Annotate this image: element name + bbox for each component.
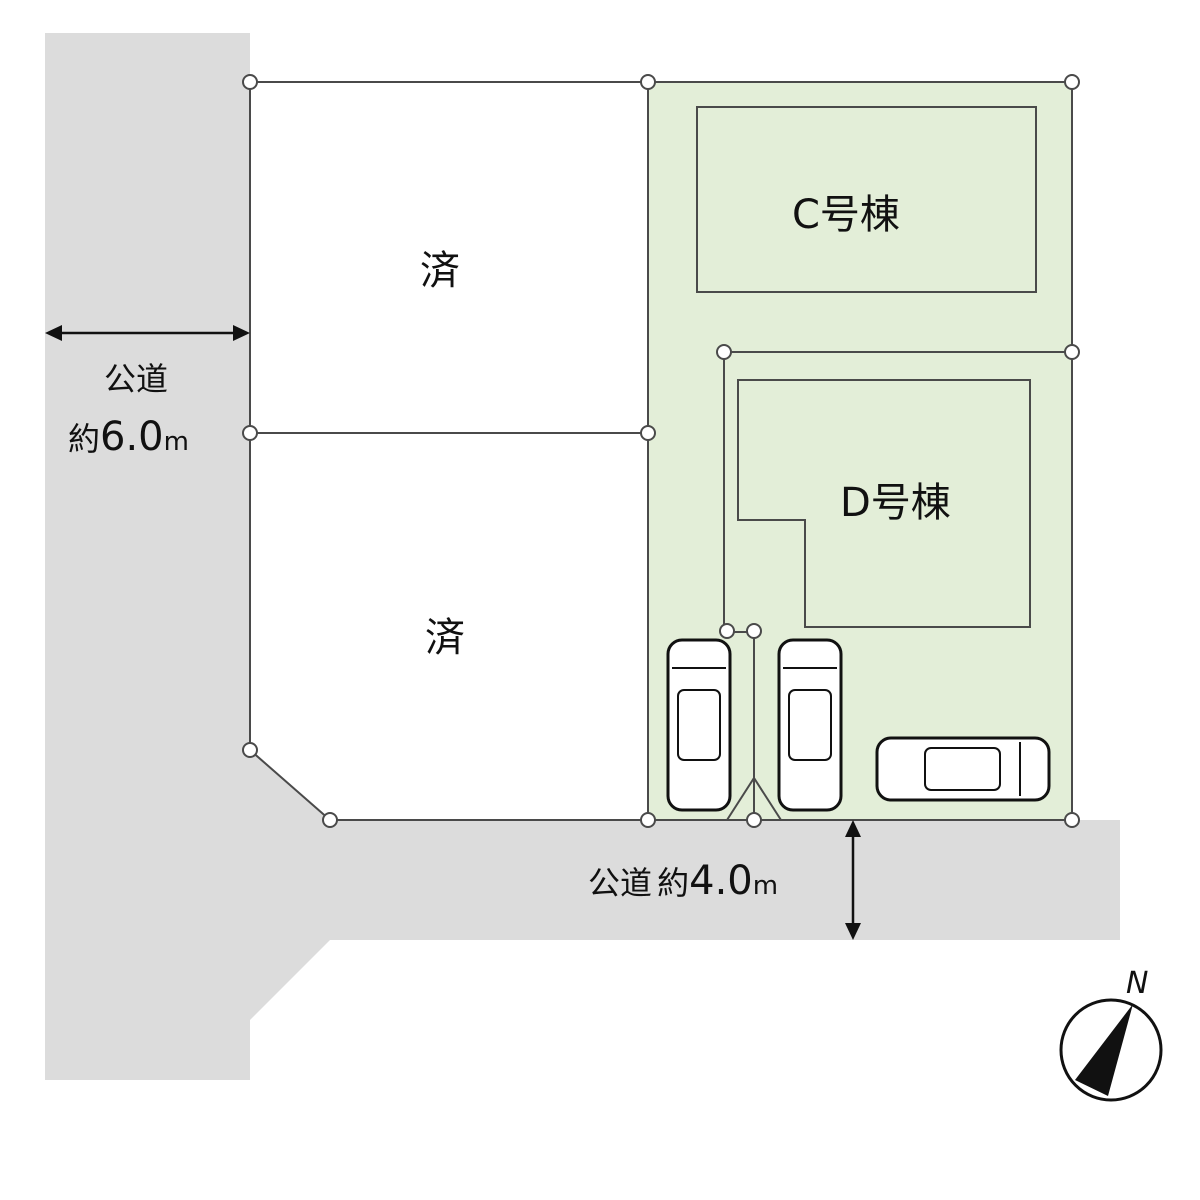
car-icon — [666, 638, 732, 812]
public-road-area — [45, 33, 1120, 1080]
lot-lines — [249, 81, 1073, 821]
building-c-label: C号棟 — [792, 192, 900, 238]
approx-label: 約 — [657, 864, 690, 902]
unit-label: m — [752, 871, 779, 901]
unit-label: m — [163, 427, 189, 457]
west-road-width: 約6.0m — [68, 414, 189, 460]
car-icon — [777, 638, 843, 812]
building-d-label: D号棟 — [840, 480, 951, 526]
building-d-outline — [737, 379, 1031, 628]
width-dimension-arrow-west — [45, 325, 250, 341]
south-road-label: 公道 約4.0m — [588, 858, 778, 904]
boundary-markers — [242, 74, 1080, 828]
sold-lot-label-upper: 済 — [420, 248, 460, 294]
west-road-name: 公道 — [104, 360, 169, 398]
car-icon — [875, 736, 1051, 802]
sold-lot-label-lower: 済 — [425, 615, 465, 661]
road-name: 公道 — [588, 864, 653, 902]
width-value: 6.0 — [100, 414, 164, 460]
approx-label: 約 — [68, 420, 101, 458]
building-c-outline — [696, 106, 1037, 293]
north-label: N — [1126, 966, 1149, 1001]
north-arrow-icon — [1059, 998, 1163, 1102]
width-value: 4.0 — [689, 858, 753, 904]
width-dimension-arrow-south — [845, 820, 861, 940]
